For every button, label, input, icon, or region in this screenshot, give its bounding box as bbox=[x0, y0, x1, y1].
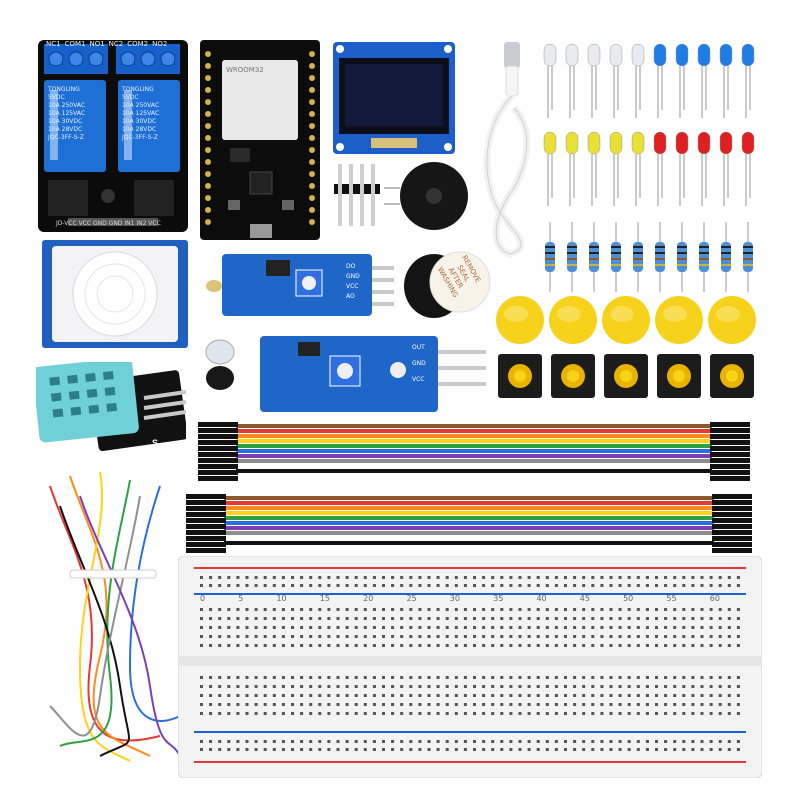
resistor bbox=[589, 222, 599, 292]
led bbox=[543, 43, 557, 118]
tact-switches-row bbox=[494, 352, 764, 406]
led bbox=[697, 43, 711, 118]
resistor bbox=[721, 222, 731, 292]
relay-module bbox=[38, 40, 188, 232]
breadboard-column-number: 30 bbox=[449, 594, 460, 603]
led bbox=[675, 131, 689, 206]
breadboard bbox=[178, 556, 762, 778]
led bbox=[719, 131, 733, 206]
resistor bbox=[545, 222, 555, 292]
relay-header-label: JD-VCC VCC GND GND IN1 IN2 VCC bbox=[56, 220, 161, 227]
led bbox=[587, 131, 601, 206]
button-cap bbox=[549, 296, 597, 344]
relay-terminal-labels: NC1 COM1 NO1 NC2 COM2 NO2 bbox=[46, 40, 168, 48]
led bbox=[653, 131, 667, 206]
led bbox=[697, 131, 711, 206]
led bbox=[631, 131, 645, 206]
breadboard-column-number: 55 bbox=[666, 594, 677, 603]
led bbox=[675, 43, 689, 118]
resistor bbox=[677, 222, 687, 292]
ir-sensor-module bbox=[202, 330, 486, 414]
breadboard-column-number: 5 bbox=[238, 594, 244, 603]
resistor bbox=[743, 222, 753, 292]
relay-1-label: TONGLING 5VDC 10A 250VAC 10A 125VAC 10A … bbox=[48, 86, 86, 141]
breadboard-column-number: 20 bbox=[363, 594, 374, 603]
led bbox=[719, 43, 733, 118]
jumper-wire-bundle bbox=[40, 466, 190, 766]
tact-switch bbox=[710, 354, 754, 398]
relay-2-label: TONGLING 5VDC 10A 250VAC 10A 125VAC 10A … bbox=[122, 86, 160, 141]
tact-switch bbox=[604, 354, 648, 398]
resistor bbox=[699, 222, 709, 292]
breadboard-column-number: 60 bbox=[709, 594, 720, 603]
led bbox=[609, 43, 623, 118]
buzzer-active bbox=[400, 248, 496, 320]
breadboard-column-number: 15 bbox=[319, 594, 330, 603]
ldr-pin-labels: DO GND VCC AO bbox=[346, 263, 360, 300]
breadboard-column-number: 10 bbox=[276, 594, 287, 603]
esp32-module-label: WROOM32 bbox=[226, 66, 264, 74]
dupont-ribbon-2 bbox=[184, 484, 754, 558]
led bbox=[543, 131, 557, 206]
led bbox=[631, 43, 645, 118]
esp32-board bbox=[200, 40, 320, 240]
resistor-row bbox=[540, 222, 760, 292]
led bbox=[741, 131, 755, 206]
dht-pin-label: S bbox=[152, 438, 159, 448]
tact-switch bbox=[657, 354, 701, 398]
buzzer-passive bbox=[384, 160, 470, 232]
led bbox=[565, 43, 579, 118]
pin-header bbox=[334, 164, 380, 226]
button-cap bbox=[496, 296, 544, 344]
breadboard-column-number: 35 bbox=[493, 594, 504, 603]
oled-display bbox=[333, 42, 455, 154]
tact-switch bbox=[498, 354, 542, 398]
resistor bbox=[655, 222, 665, 292]
led bbox=[587, 43, 601, 118]
breadboard-column-numbers: 0 5 10 15 20 25 30 35 40 45 50 55 60 bbox=[200, 594, 720, 603]
breadboard-column-number: 0 bbox=[200, 594, 206, 603]
dht11-sensor bbox=[36, 362, 186, 454]
dupont-ribbon-1 bbox=[196, 412, 752, 486]
resistor bbox=[633, 222, 643, 292]
pir-sensor bbox=[42, 240, 188, 348]
breadboard-column-number: 25 bbox=[406, 594, 417, 603]
button-caps-row bbox=[494, 292, 764, 346]
breadboard-column-number: 40 bbox=[536, 594, 547, 603]
resistor bbox=[567, 222, 577, 292]
button-cap bbox=[655, 296, 703, 344]
tact-switch bbox=[551, 354, 595, 398]
breadboard-column-number: 45 bbox=[579, 594, 590, 603]
led bbox=[741, 43, 755, 118]
ldr-sensor-module bbox=[204, 250, 394, 322]
led-grid bbox=[540, 40, 760, 218]
button-cap bbox=[708, 296, 756, 344]
led bbox=[609, 131, 623, 206]
button-cap bbox=[602, 296, 650, 344]
ir-pin-labels: OUT GND VCC bbox=[412, 344, 426, 383]
led bbox=[653, 43, 667, 118]
breadboard-column-number: 50 bbox=[623, 594, 634, 603]
led bbox=[565, 131, 579, 206]
usb-cable bbox=[470, 38, 550, 258]
resistor bbox=[611, 222, 621, 292]
